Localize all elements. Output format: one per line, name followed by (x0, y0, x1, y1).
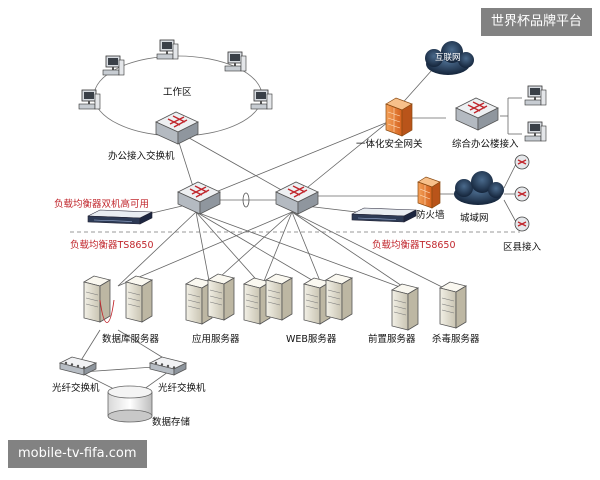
lb-left-label: 负载均衡器TS8650 (70, 240, 154, 251)
front-servers-label: 前置服务器 (368, 334, 416, 345)
load-balancer-right (351, 207, 417, 223)
brand-watermark: 世界杯品牌平台 (480, 8, 592, 36)
workstation-pc (78, 89, 101, 110)
db-servers-label: 数据库服务器 (102, 334, 160, 345)
core-switch-left (177, 181, 221, 215)
unified-gateway-firewall (385, 97, 413, 137)
link-ring (242, 192, 250, 208)
firewall (417, 176, 441, 209)
antivirus-server (439, 281, 467, 329)
workstation-pc (102, 55, 125, 76)
antivirus-servers-label: 杀毒服务器 (432, 334, 480, 345)
front-server (391, 283, 419, 331)
data-storage-label: 数据存储 (152, 417, 191, 428)
workstation-pc (156, 39, 179, 60)
load-balancer-left (87, 209, 153, 225)
web-server (265, 273, 293, 321)
office-switch-label: 办公接入交换机 (108, 151, 175, 162)
work-area-label: 工作区 (163, 87, 192, 98)
lb-right-label: 负载均衡器TS8650 (372, 240, 456, 251)
core-switch-right (275, 181, 319, 215)
county-access-label: 区县接入 (503, 242, 542, 253)
office-building-pc (524, 121, 547, 142)
fiber-switch-left-label: 光纤交换机 (52, 383, 100, 394)
fiber-switch-right-label: 光纤交换机 (158, 383, 206, 394)
app-server (207, 273, 235, 321)
site-watermark: mobile-tv-fifa.com (8, 440, 147, 468)
data-storage-drum (107, 385, 153, 423)
office-building-pc (524, 85, 547, 106)
metro-network-label: 城域网 (460, 213, 489, 224)
internet-cloud (425, 41, 474, 75)
app-servers-label: 应用服务器 (192, 334, 240, 345)
lb-dual-label: 负载均衡器双机高可用 (54, 199, 150, 210)
county-router (514, 154, 530, 170)
db-server (125, 275, 153, 323)
web-server (325, 273, 353, 321)
web-servers-label: WEB服务器 (286, 334, 337, 345)
fiber-switch-left (59, 356, 97, 376)
metro-network-cloud (454, 171, 504, 205)
office-building-label: 综合办公楼接入 (452, 139, 519, 150)
county-router (514, 216, 530, 232)
connection-lines (79, 55, 522, 393)
db-server (83, 275, 111, 323)
unified-gateway-label: 一体化安全网关 (356, 139, 423, 150)
office-building-switch (455, 97, 499, 131)
firewall-label: 防火墙 (416, 210, 445, 221)
county-router (514, 186, 530, 202)
fiber-switch-right (149, 356, 187, 376)
workstation-pc (224, 51, 247, 72)
internet-label: 互联网 (435, 53, 461, 63)
workstation-pc (250, 89, 273, 110)
